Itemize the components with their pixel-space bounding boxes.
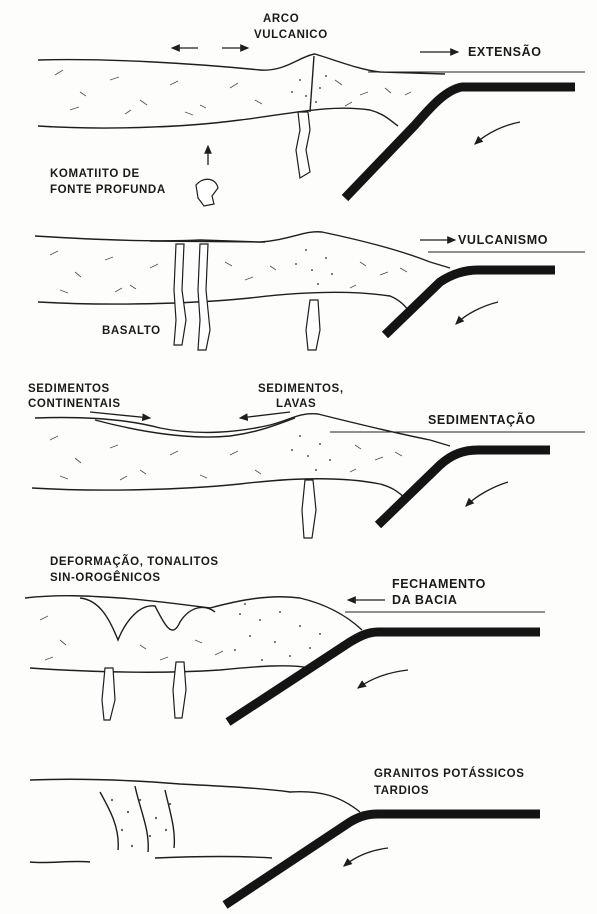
panel-4-crust-bottom <box>30 666 310 672</box>
panel-2-lava-flow <box>150 241 265 242</box>
panel-2-subducting-slab <box>385 270 555 335</box>
panel-3-mantle-flow-arrow <box>466 482 508 506</box>
panel-5-granite-body <box>100 786 174 852</box>
panel-3-crust-bottom <box>32 479 405 498</box>
panel-5-late-granites: GRANITOS POTÁSSICOS TARDIOS <box>30 767 540 905</box>
panel-2-basalt-label: BASALTO <box>102 325 161 337</box>
panel-1-process-label: EXTENSÃO <box>468 44 542 59</box>
panel-5-crust-top <box>30 779 360 812</box>
panel-3-arc-dots <box>291 435 331 471</box>
panel-2-mantle-flow-arrow <box>456 302 498 324</box>
panel-1-arc-dots <box>291 75 327 103</box>
panel-2-arc-dots <box>295 249 333 285</box>
panel-1-komatiite-label-line1: KOMATIITO DE <box>50 168 140 180</box>
panel-1-komatiite-blob <box>196 179 218 206</box>
panel-1-arc-label-line1: ARCO <box>263 13 299 25</box>
panel-4-basin-closure: DEFORMAÇÃO, TONALITOS SIN-OROGÊNICOS FEC… <box>25 555 545 722</box>
panel-4-process-label-line2: DA BACIA <box>392 593 457 607</box>
panel-4-arc-dots <box>234 603 321 661</box>
panel-3-continental-label-line1: SEDIMENTOS <box>28 383 110 395</box>
panel-1-crust-bottom <box>38 108 398 128</box>
panel-4-folded-belt <box>80 598 215 640</box>
panel-5-crust-bottom-left <box>30 861 90 862</box>
panel-3-continental-label-line2: CONTINENTAIS <box>28 398 121 410</box>
panel-2-process-label: VULCANISMO <box>458 233 548 247</box>
panel-2-arc-dike <box>306 300 320 350</box>
panel-1-extension: ARCO VULCANICO EXTENSÃO KOMATIITO DE FON… <box>38 13 585 206</box>
panel-4-deformation-label-line1: DEFORMAÇÃO, TONALITOS <box>50 555 219 568</box>
panel-3-process-label: SEDIMENTAÇÃO <box>428 412 536 427</box>
panel-4-tonalite-dike-1 <box>102 668 115 720</box>
panel-5-crust-bottom-right <box>155 857 272 859</box>
panel-3-lavas-label-line1: SEDIMENTOS, <box>258 383 344 395</box>
panel-5-granites-label-line2: TARDIOS <box>374 785 429 797</box>
panel-1-mantle-flow-arrow <box>475 122 520 144</box>
panel-4-crust-top <box>25 596 362 630</box>
panel-4-process-label-line1: FECHAMENTO <box>392 577 486 591</box>
panel-3-lavas-label-line2: LAVAS <box>276 398 316 410</box>
panel-3-continental-arrow <box>90 412 150 418</box>
panel-3-crust-top <box>35 414 450 446</box>
panel-1-komatiite-label-line2: FONTE PROFUNDA <box>50 184 166 196</box>
panel-4-crust-texture <box>40 616 223 660</box>
panel-1-dike <box>296 112 310 178</box>
panel-3-sedimentation: SEDIMENTOS CONTINENTAIS SEDIMENTOS, LAVA… <box>28 383 585 538</box>
panel-4-mantle-flow-arrow <box>358 670 408 688</box>
panel-1-subducting-slab <box>345 87 575 198</box>
panel-1-arc-feeder <box>310 56 314 112</box>
panel-5-mantle-flow-arrow <box>344 848 388 866</box>
panel-3-lavas-arrow <box>240 412 290 418</box>
panel-5-subducting-slab <box>225 814 540 905</box>
panel-3-subducting-slab <box>378 450 550 525</box>
panel-2-volcanism: VULCANISMO BASALTO <box>35 232 585 350</box>
panel-1-crust-top <box>38 54 445 74</box>
panel-3-crust-texture <box>50 436 402 480</box>
panel-2-crust-top <box>35 232 450 268</box>
panel-4-deformation-label-line2: SIN-OROGÊNICOS <box>50 571 161 584</box>
panel-2-basalt-dike-2 <box>198 244 210 350</box>
panel-5-granite-dots <box>111 799 171 847</box>
panel-4-subducting-slab <box>228 632 540 722</box>
panel-3-arc-dike <box>302 480 316 538</box>
panel-2-crust-bottom <box>38 292 410 312</box>
panel-2-basalt-dike-1 <box>174 244 186 345</box>
panel-2-crust-texture <box>50 251 407 293</box>
panel-4-tonalite-dike-2 <box>173 662 186 718</box>
panel-5-granites-label-line1: GRANITOS POTÁSSICOS <box>374 767 524 780</box>
panel-1-arc-label-line2: VULCANICO <box>254 29 328 41</box>
